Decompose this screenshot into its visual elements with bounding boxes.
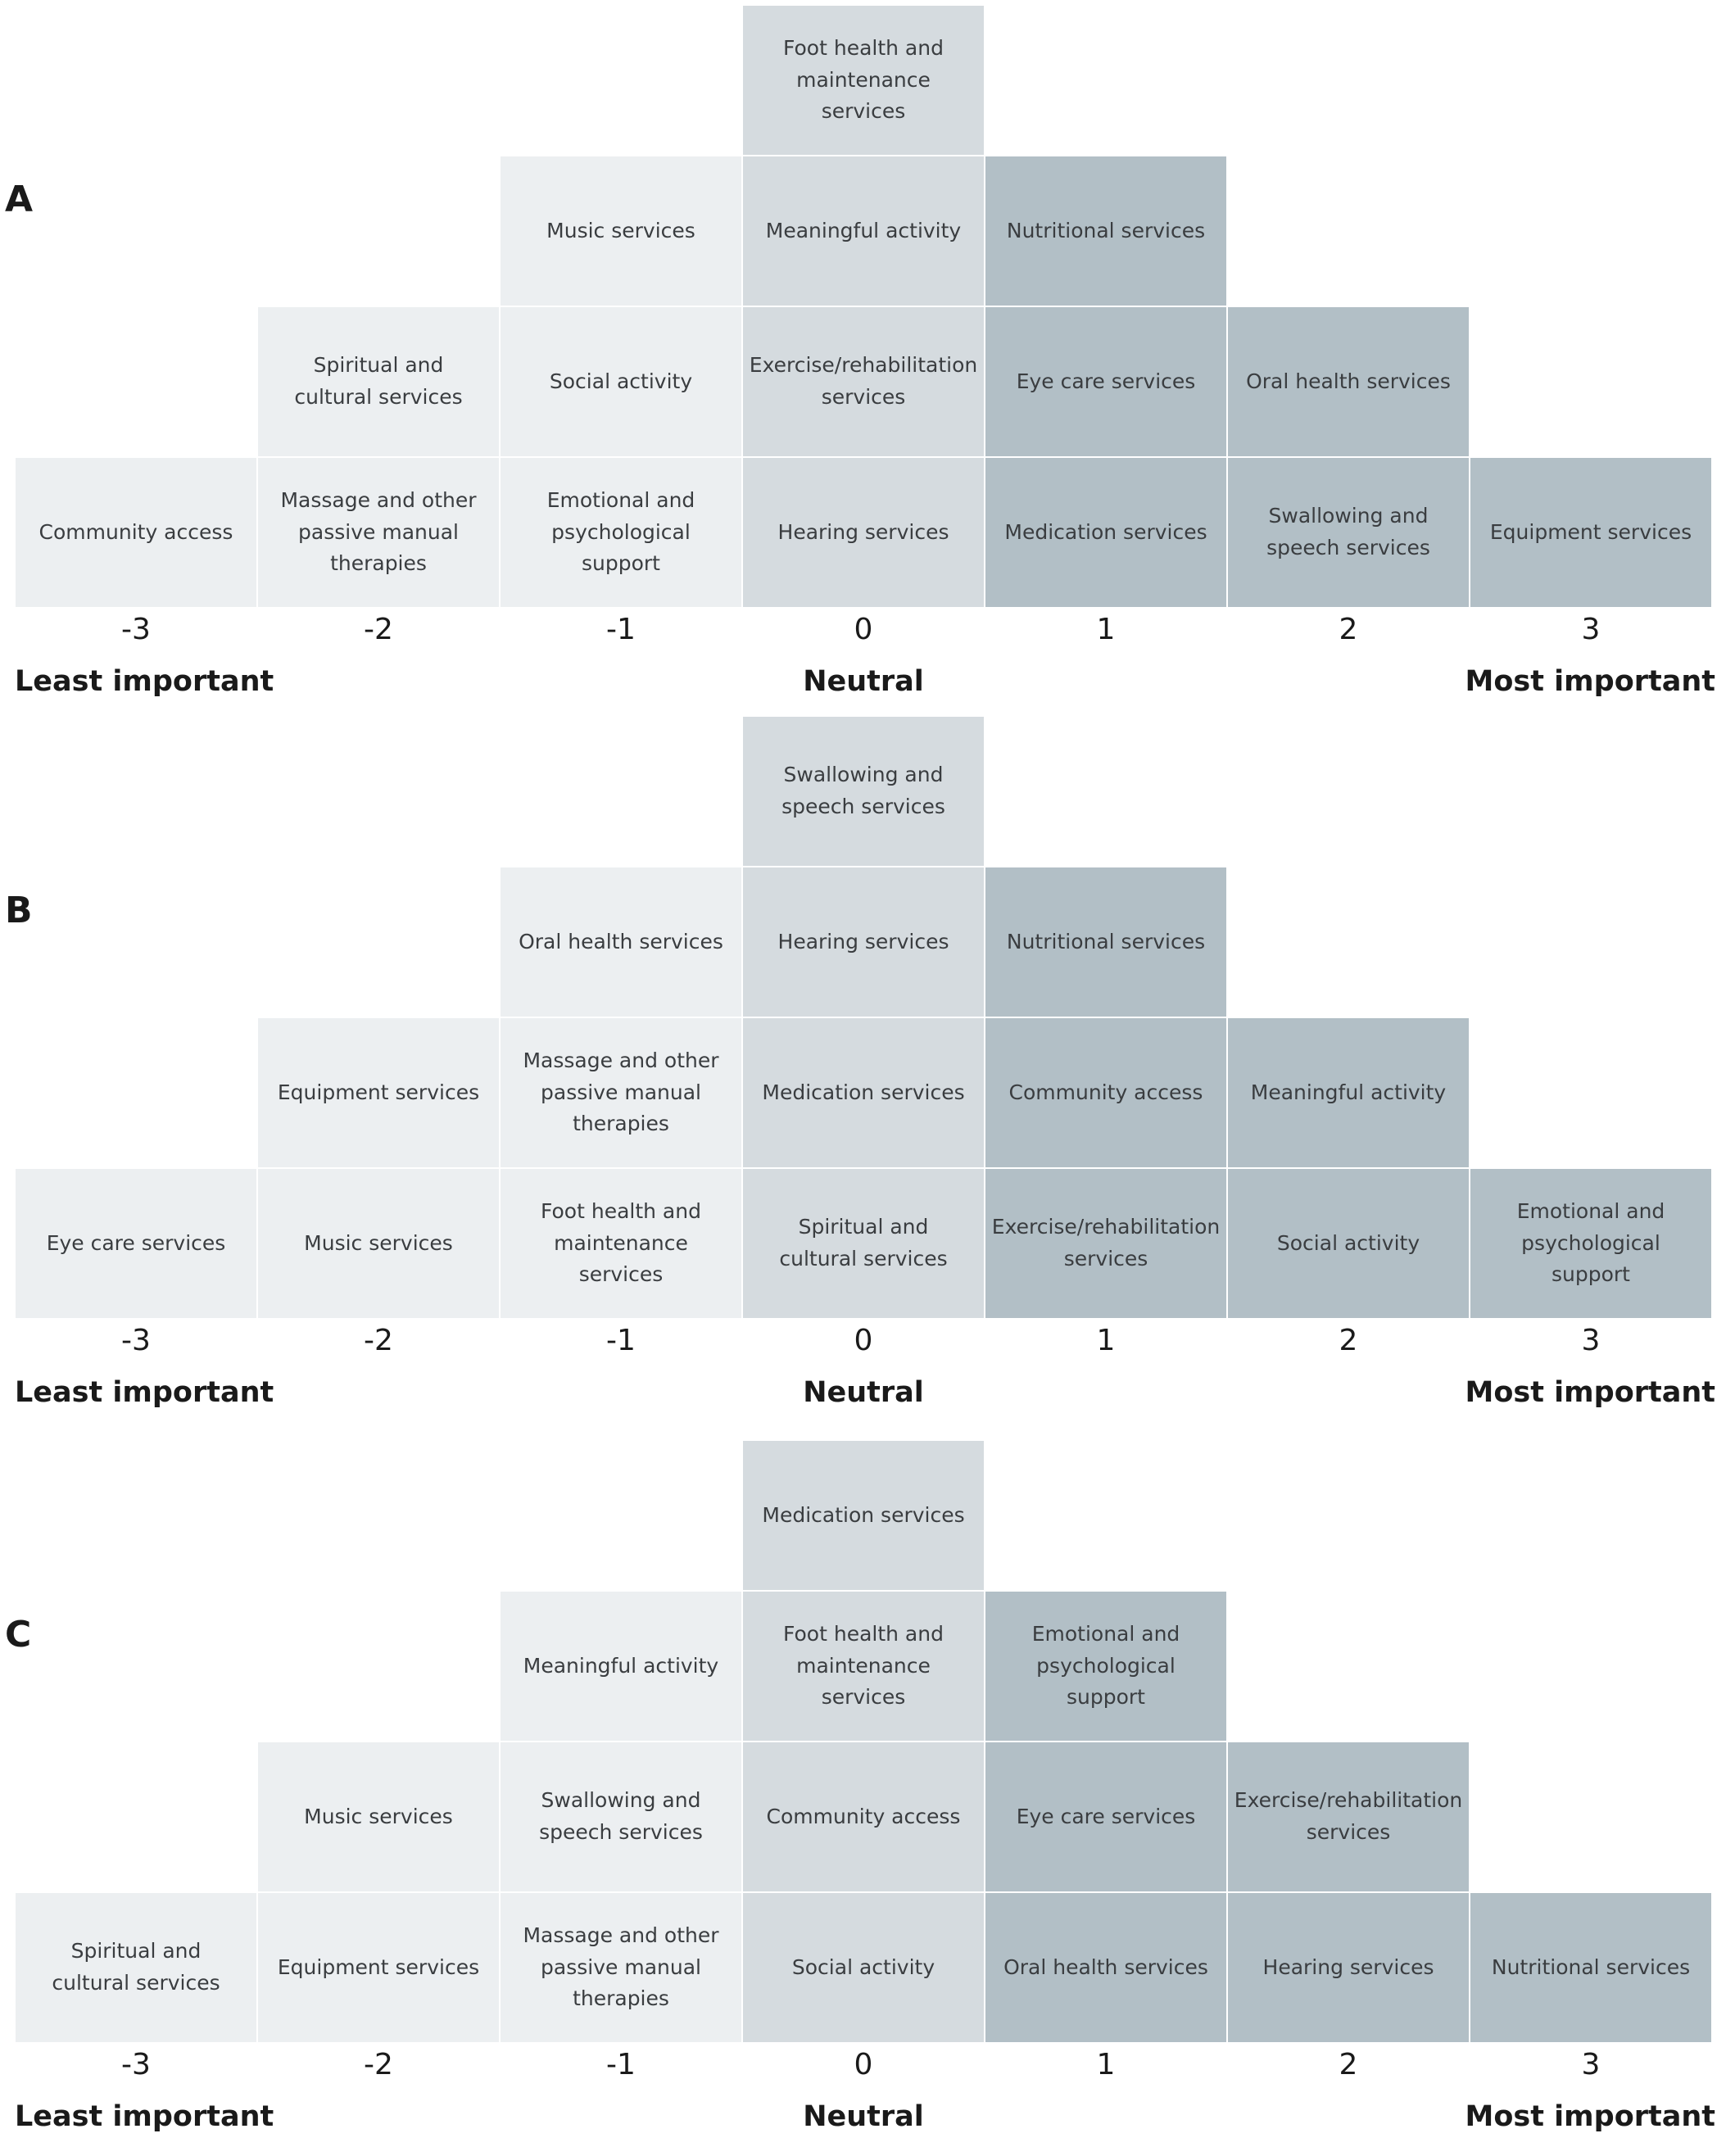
q-sort-card: Massage and other passive manual therapi…	[500, 1892, 742, 2043]
q-sort-card: Community access	[985, 1017, 1227, 1168]
score-tick-label: 1	[1096, 1324, 1116, 1357]
q-sort-card: Music services	[500, 156, 742, 306]
q-sort-card: Foot health and maintenance services	[742, 5, 985, 156]
q-sort-card: Equipment services	[257, 1017, 500, 1168]
score-tick-label: -2	[364, 1324, 393, 1357]
q-sort-card: Oral health services	[500, 867, 742, 1017]
score-tick-label: 1	[1096, 613, 1116, 646]
q-sort-card: Hearing services	[1227, 1892, 1470, 2043]
q-sort-card: Eye care services	[15, 1168, 257, 1319]
score-tick-label: -3	[121, 2048, 151, 2081]
score-tick-label: 2	[1339, 2048, 1358, 2081]
q-sort-card: Spiritual and cultural services	[742, 1168, 985, 1319]
q-sort-card: Nutritional services	[985, 156, 1227, 306]
score-tick-label: 2	[1339, 1324, 1358, 1357]
neutral-label: Neutral	[803, 2100, 924, 2133]
q-sort-card: Medication services	[985, 457, 1227, 608]
q-sort-card: Eye care services	[985, 306, 1227, 457]
score-tick-label: -1	[606, 613, 636, 646]
q-sort-card: Spiritual and cultural services	[15, 1892, 257, 2043]
q-sort-card: Exercise/rehabilitation services	[1227, 1742, 1470, 1892]
q-sort-card: Swallowing and speech services	[500, 1742, 742, 1892]
q-sort-card: Emotional and psychological support	[1470, 1168, 1712, 1319]
most-important-label: Most important	[1465, 665, 1715, 698]
least-important-label: Least important	[15, 665, 274, 698]
q-sort-card: Oral health services	[1227, 306, 1470, 457]
q-sort-card: Exercise/rehabilitation services	[985, 1168, 1227, 1319]
q-sort-card: Exercise/rehabilitation services	[742, 306, 985, 457]
q-sort-card: Community access	[742, 1742, 985, 1892]
score-tick-label: -3	[121, 1324, 151, 1357]
q-sort-card: Foot health and maintenance services	[742, 1591, 985, 1742]
q-sort-card: Foot health and maintenance services	[500, 1168, 742, 1319]
score-tick-label: 3	[1581, 2048, 1601, 2081]
q-sort-card: Equipment services	[1470, 457, 1712, 608]
score-tick-label: -2	[364, 2048, 393, 2081]
score-tick-label: -1	[606, 1324, 636, 1357]
q-sort-card: Oral health services	[985, 1892, 1227, 2043]
q-sort-card: Massage and other passive manual therapi…	[257, 457, 500, 608]
score-tick-label: -1	[606, 2048, 636, 2081]
q-sort-card: Emotional and psychological support	[500, 457, 742, 608]
q-sort-card: Emotional and psychological support	[985, 1591, 1227, 1742]
score-tick-label: -2	[364, 613, 393, 646]
q-sort-card: Swallowing and speech services	[1227, 457, 1470, 608]
q-sort-card: Meaningful activity	[1227, 1017, 1470, 1168]
score-tick-label: 2	[1339, 613, 1358, 646]
q-sort-card: Social activity	[742, 1892, 985, 2043]
q-sort-card: Music services	[257, 1742, 500, 1892]
score-tick-label: 3	[1581, 1324, 1601, 1357]
neutral-label: Neutral	[803, 1376, 924, 1409]
q-sort-card: Social activity	[500, 306, 742, 457]
q-sort-card: Swallowing and speech services	[742, 716, 985, 867]
q-sort-card: Hearing services	[742, 867, 985, 1017]
q-sort-card: Meaningful activity	[742, 156, 985, 306]
panel-letter: C	[5, 1614, 32, 1656]
score-tick-label: 0	[854, 1324, 873, 1357]
score-tick-label: 1	[1096, 2048, 1116, 2081]
q-sort-card: Music services	[257, 1168, 500, 1319]
q-sort-card: Community access	[15, 457, 257, 608]
q-sort-card: Social activity	[1227, 1168, 1470, 1319]
q-sort-card: Equipment services	[257, 1892, 500, 2043]
neutral-label: Neutral	[803, 665, 924, 698]
q-sort-card: Massage and other passive manual therapi…	[500, 1017, 742, 1168]
least-important-label: Least important	[15, 2100, 274, 2133]
most-important-label: Most important	[1465, 2100, 1715, 2133]
most-important-label: Most important	[1465, 1376, 1715, 1409]
panel-letter: A	[5, 179, 34, 220]
q-sort-card: Medication services	[742, 1440, 985, 1591]
q-sort-card: Hearing services	[742, 457, 985, 608]
score-tick-label: 0	[854, 613, 873, 646]
least-important-label: Least important	[15, 1376, 274, 1409]
score-tick-label: 3	[1581, 613, 1601, 646]
q-sort-card: Spiritual and cultural services	[257, 306, 500, 457]
q-sort-card: Medication services	[742, 1017, 985, 1168]
q-sort-card: Eye care services	[985, 1742, 1227, 1892]
q-sort-card: Nutritional services	[1470, 1892, 1712, 2043]
score-tick-label: -3	[121, 613, 151, 646]
score-tick-label: 0	[854, 2048, 873, 2081]
panel-letter: B	[5, 890, 33, 931]
q-sort-card: Meaningful activity	[500, 1591, 742, 1742]
q-sort-card: Nutritional services	[985, 867, 1227, 1017]
